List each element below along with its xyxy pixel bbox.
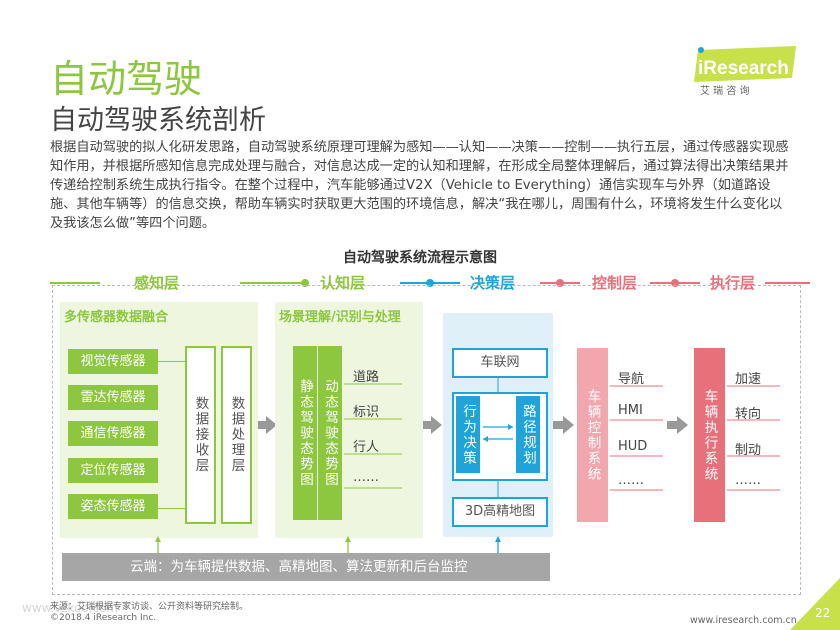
sensor-positioning: 定位传感器 [68,458,158,483]
cloud-up-arrows [155,536,501,553]
control-item-navigation: 导航 [618,372,645,387]
logo-cn-text: 艾 瑞 咨 询 [700,84,750,96]
sensor-visual: 视觉传感器 [68,349,158,374]
cognition-item-more: …… [353,470,379,485]
footer-source: 来源：艾瑞根据专家访谈、公开资料等研究绘制。 [50,602,249,612]
layer-cognition: 认知层 [314,272,372,293]
sensor-radar: 雷达传感器 [68,385,158,410]
control-item-more: …… [618,473,644,488]
execution-item-steer: 转向 [735,407,762,422]
execution-item-accelerate: 加速 [735,372,762,387]
arrow-stem-4 [667,421,678,429]
vehicle-execution-system: 车辆执行系统 [694,348,725,522]
layer-decision: 决策层 [464,272,522,293]
arrow-right-icon [431,416,442,434]
page-corner-shape [790,578,840,630]
diagram-outer-frame [52,285,801,595]
arrow-right-icon [563,416,574,434]
arrow-right-icon [677,416,688,434]
intro-paragraph: 根据自动驾驶的拟人化研发思路，自动驾驶系统原理可理解为感知——认知——决策——控… [50,140,789,231]
execution-bracket [727,385,780,491]
arrow-stem-2 [423,421,431,429]
footer-url[interactable]: www.iresearch.com.cn [690,615,797,626]
layer-execution: 执行层 [704,272,762,293]
perception-heading: 多传感器数据融合 [64,310,169,325]
dynamic-situation-map: 动态驾驶态势图 [318,346,342,520]
bidirectional-arrow-icon [483,424,513,442]
sensor-bracket [158,361,187,509]
layer-perception: 感知层 [128,272,186,293]
cognition-item-pedestrian: 行人 [353,440,380,455]
page-title: 自动驾驶 [50,57,203,101]
behavior-decision: 行为决策 [456,396,480,473]
watermark: www.vzkoo.com [22,601,118,615]
page-subtitle: 自动驾驶系统剖析 [50,105,266,136]
data-process-layer: 数据处理层 [221,346,252,524]
diagram-title: 自动驾驶系统流程示意图 [343,250,497,266]
control-item-hud: HUD [618,439,648,454]
execution-item-brake: 制动 [735,443,762,458]
logo-brand-text: iResearch [698,58,789,79]
static-situation-map: 静态驾驶态势图 [293,346,317,520]
path-planning: 路径规划 [516,396,540,473]
sensor-attitude: 姿态传感器 [68,494,158,519]
arrow-right-icon [266,416,277,434]
arrow-stem-3 [553,421,564,429]
execution-item-more: …… [735,473,761,488]
hd-map-box: 3D高精地图 [452,497,548,527]
cloud-service-bar: 云端：为车辆提供数据、高精地图、算法更新和后台监控 [62,553,550,581]
cognition-item-road: 道路 [353,370,380,385]
sensor-communication: 通信传感器 [68,421,158,446]
v2x-box: 车联网 [452,348,548,378]
cognition-item-sign: 标识 [353,405,380,420]
data-receive-layer: 数据接收层 [185,346,216,524]
page-number: 22 [815,606,831,620]
vehicle-control-system: 车辆控制系统 [577,348,608,522]
control-bracket [610,385,663,491]
iresearch-logo: iResearch 艾 瑞 咨 询 [688,44,798,97]
cognition-bracket [344,383,402,489]
arrow-stem-1 [258,421,266,429]
layer-control: 控制层 [586,272,644,293]
cognition-heading: 场景理解/识别与处理 [279,310,401,325]
footer-copyright: ©2018.4 iResearch Inc. [50,613,157,623]
control-item-hmi: HMI [618,403,643,418]
